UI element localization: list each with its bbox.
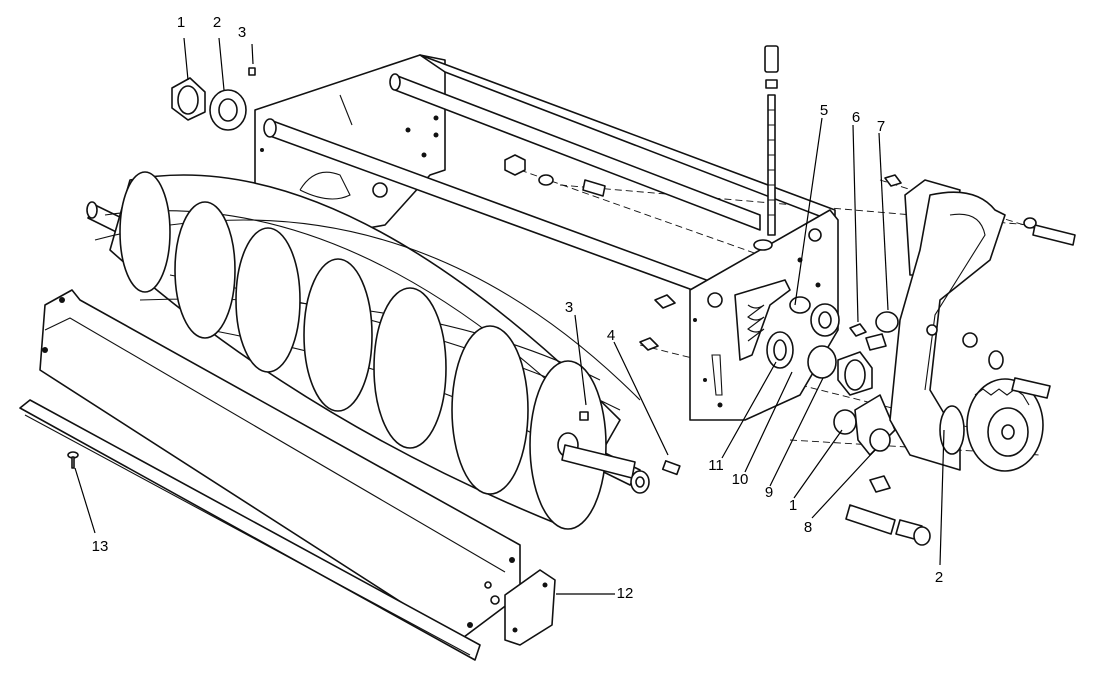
callout-5: 5 (820, 102, 828, 119)
callout-1-low: 1 (789, 497, 797, 514)
callout-7: 7 (877, 118, 885, 135)
fasteners (504, 154, 1076, 546)
callout-12: 12 (617, 585, 634, 602)
callout-3-top: 3 (238, 24, 246, 41)
bedknife-screw (67, 451, 79, 469)
callout-1-top: 1 (177, 14, 185, 31)
upper-cross-shaft (394, 74, 761, 231)
callout-6: 6 (852, 109, 860, 126)
callout-9: 9 (765, 484, 773, 501)
bedknife (19, 399, 481, 661)
callout-4: 4 (607, 327, 615, 344)
side-bolts (849, 311, 899, 351)
callout-11: 11 (708, 457, 724, 474)
bedknife-bar (39, 289, 521, 641)
adjuster-bracket (734, 279, 811, 361)
callout-10: 10 (732, 471, 749, 488)
callout-3-mid: 3 (565, 299, 573, 316)
callout-2-top: 2 (213, 14, 221, 31)
adjuster-rod (753, 45, 779, 251)
drive-housing (889, 179, 1006, 471)
callout-leaders (74, 37, 945, 595)
callout-13: 13 (92, 538, 109, 555)
reel-seal-parts (630, 460, 681, 494)
top-bearing-parts (171, 67, 256, 131)
cover-plate (504, 569, 556, 646)
callout-8: 8 (804, 519, 812, 536)
bearing-stack (766, 303, 896, 456)
drive-pulley (966, 378, 1044, 472)
reel-cylinder (86, 171, 641, 530)
callout-2-low: 2 (935, 569, 943, 586)
callout-labels: 1 2 3 3 4 5 6 7 11 10 9 1 8 2 12 13 (92, 14, 944, 602)
